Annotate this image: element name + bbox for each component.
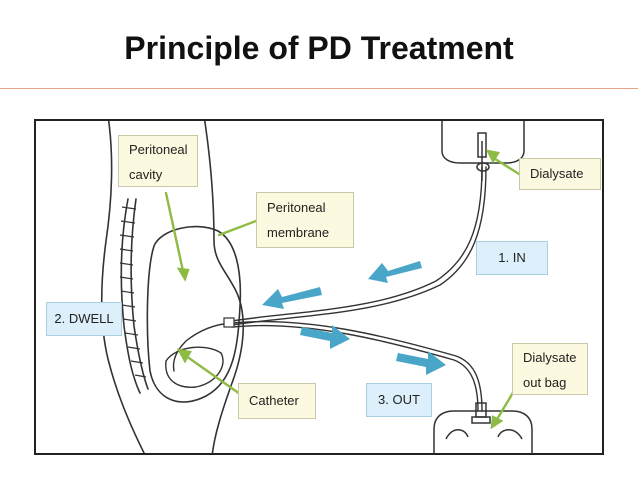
diagram-artwork	[100, 121, 533, 453]
dialysate-text: Dialysate	[530, 166, 584, 181]
outflow-tube-inner	[231, 324, 479, 412]
pointer-outbag-line	[494, 389, 516, 423]
pd-diagram: Peritoneal cavity Peritoneal membrane Di…	[34, 119, 604, 455]
tubing	[172, 166, 487, 412]
step-in-label: 1. IN	[476, 241, 548, 275]
step-out-text: 3. OUT	[378, 392, 420, 407]
dialysate-bag	[441, 121, 525, 181]
title-divider	[0, 88, 638, 89]
pointer-catheter-head	[176, 348, 192, 364]
inflow-tube-inner	[231, 166, 487, 326]
pointer-cavity-head	[176, 267, 190, 282]
page-title: Principle of PD Treatment	[124, 30, 514, 66]
arrow-dwell-icon	[262, 287, 322, 309]
peritoneal-membrane-label: Peritoneal membrane	[256, 192, 354, 248]
arrow-out2-icon	[396, 351, 446, 375]
flow-arrows	[262, 261, 446, 375]
pointer-catheter-line	[184, 354, 242, 396]
step-out-label: 3. OUT	[366, 383, 432, 417]
peritoneal-membrane-text: Peritoneal membrane	[267, 200, 330, 240]
catheter-connector	[223, 317, 235, 328]
dialysate-label: Dialysate	[519, 158, 601, 190]
spine-inner	[130, 198, 149, 390]
step-in-text: 1. IN	[498, 250, 526, 265]
inflow-tube	[231, 166, 483, 322]
back-line	[100, 121, 145, 453]
catheter-label: Catheter	[238, 383, 316, 419]
body-outline	[100, 121, 245, 453]
peritoneal-cavity-text: Peritoneal cavity	[129, 142, 188, 182]
step-dwell-text: 2. DWELL	[54, 311, 114, 326]
pointer-lines	[164, 149, 521, 430]
pointer-dialysate-head	[485, 149, 500, 164]
catheter-in-body	[172, 322, 233, 372]
spine-outer	[120, 198, 141, 394]
front-belly-line	[203, 121, 245, 453]
pointer-membrane-line	[217, 219, 258, 237]
dialysate-out-bag-label: Dialysate out bag	[512, 343, 588, 395]
dialysate-out-bag-text: Dialysate out bag	[523, 350, 577, 390]
peritoneal-cavity-shape	[146, 225, 242, 403]
peritoneal-cavity-label: Peritoneal cavity	[118, 135, 198, 187]
step-dwell-label: 2. DWELL	[46, 302, 122, 336]
catheter-text: Catheter	[249, 393, 299, 408]
arrow-out1-icon	[300, 325, 350, 349]
pointer-outbag-head	[490, 415, 504, 430]
bladder-shape	[165, 346, 224, 388]
pointer-dialysate-line	[490, 155, 521, 176]
drain-bag	[433, 402, 533, 453]
pointer-cavity-line	[164, 191, 185, 273]
vertebrae	[119, 206, 147, 378]
outflow-tube	[231, 320, 483, 412]
arrow-in-icon	[368, 261, 422, 283]
